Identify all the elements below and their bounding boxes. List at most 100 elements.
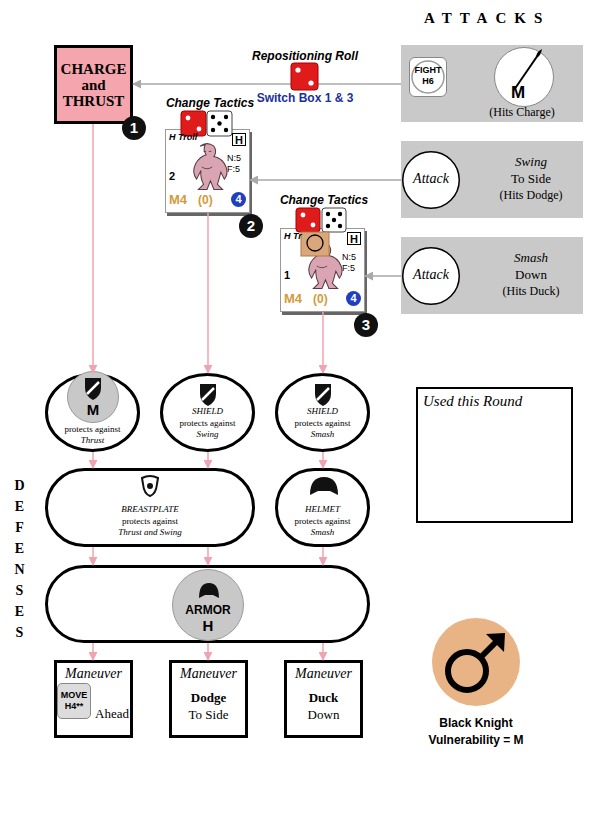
armor-chit-shape [173,570,244,641]
node-text: protects against [160,418,255,428]
action-chit: FIGHT H6 [409,57,447,97]
armor-chit: M [67,371,119,423]
maneuver-box: ManeuverDuckDown [284,660,363,738]
callout-circle [354,313,378,337]
node-text: CHARGE and THRUST [57,61,130,109]
node-text: H Tr [284,231,302,241]
callout-number: 1 [122,116,146,140]
roll-note: Switch Box 1 & 3 [240,91,370,105]
shield-defense: SHIELD protects againstSwing [160,373,255,452]
character-token-outline [432,618,520,706]
attack-circle: Attack [402,247,460,305]
flow-arrow [207,452,209,468]
section-heading: ATTACKS [424,10,550,27]
node-text: Smash [275,429,370,439]
attack-box: (Hits Charge)FIGHT H6M [401,45,583,122]
flow-arrow [92,547,94,565]
tactics-label: Change Tactics [274,193,374,207]
node-text: M4 [169,192,187,207]
node-text: Ahead [93,706,131,721]
flow-arrow [92,124,94,373]
flow-arrow [322,452,324,468]
flow-arrow [250,179,401,181]
node-text: Attack [402,171,460,187]
die-pip [332,218,336,222]
suit-of-armor-band-shape [47,567,369,642]
node-text: Smash [481,250,581,265]
red-die [291,63,318,90]
node-text: M [67,401,119,418]
node-text: N:5 [227,153,241,163]
attack-circle: Attack [402,151,460,209]
node-text: FIGHT H6 [410,65,446,87]
node-text: To Side [172,707,245,722]
node-text: 4 [231,192,246,207]
node-text: To Side [481,171,581,186]
roll-label: Repositioning Roll [240,49,370,63]
flow-arrow [322,643,324,660]
monster-counter: H TrollHN:5F:52M4(0)4 [165,129,250,213]
flow-arrow [322,547,324,565]
flow-arrow [133,83,401,85]
flow-arrow [322,312,324,373]
node-text: Thrust and Swing [45,527,255,537]
die-pip [311,223,316,228]
die-pip [224,115,228,119]
node-text: Swing [160,429,255,439]
node-text: SHIELD [160,406,255,416]
die-pip [301,213,306,218]
attack-box: SmashDown (Hits Duck) Attack [401,237,583,314]
node-text: (Hits Dodge) [481,188,581,202]
node-text: Down [481,267,581,282]
die-pip [326,212,330,216]
node-text: (Hits Duck) [481,284,581,298]
die-pip [295,67,300,72]
move-chit: MOVE H4** [57,683,91,719]
node-text: H [172,617,244,634]
attack-circle-shape [403,152,460,209]
node-text: SHIELD [275,406,370,416]
armor-chit-shape [68,372,119,423]
monster-counter: H TrHN:5F:51M4(0)4 [280,228,365,312]
node-text: Duck [287,690,360,705]
die-pip [308,80,313,85]
node-text: F:5 [227,164,240,174]
breastplate-defense: BREASTPLATE protects againstThrust and Sw… [45,468,255,547]
die-pip [338,212,342,216]
flow-arrow [365,275,401,277]
node-text: ARMOR [172,603,244,617]
weapon-chit: M [494,47,554,107]
node-text: Maneuver [172,666,245,682]
node-text: protects against [45,424,140,434]
node-text: Maneuver [287,666,360,682]
node-text: BREASTPLATE [45,504,255,514]
flow-arrow [92,452,94,468]
node-text: Swing [481,154,581,169]
node-text: M [494,83,542,103]
character-token: Black KnightVulnerability = M [432,618,520,706]
attack-circle-shape [403,248,460,305]
weapon-chit-shape [495,48,554,107]
helmet-defense: HELMETprotects againstSmash [275,468,370,547]
callout-number: 3 [354,313,378,337]
node-text: 2 [169,170,175,183]
node-text: Thrust [45,435,140,445]
node-text: (0) [313,292,328,306]
node-text: H Troll [169,132,197,142]
node-text: protects against [45,516,255,526]
node-text: M4 [284,291,302,306]
shield-defense: SHIELDprotects againstSmash [275,373,370,452]
node-text: Smash [275,527,370,537]
suit-of-armor-band: ARMORH [45,565,370,643]
shield-defense: protects againstThrust M [45,373,140,452]
tactics-label: Change Tactics [160,96,260,110]
node-text: (0) [198,193,213,207]
callout-number: 2 [239,214,263,238]
die-pip [186,116,191,121]
die-face [291,63,318,90]
armor-chit: ARMORH [172,569,244,641]
attack-box: Swing To Side (Hits Dodge) Attack [401,141,583,218]
node-text: Vulnerability = M [396,733,556,747]
node-text: Dodge [172,690,245,705]
